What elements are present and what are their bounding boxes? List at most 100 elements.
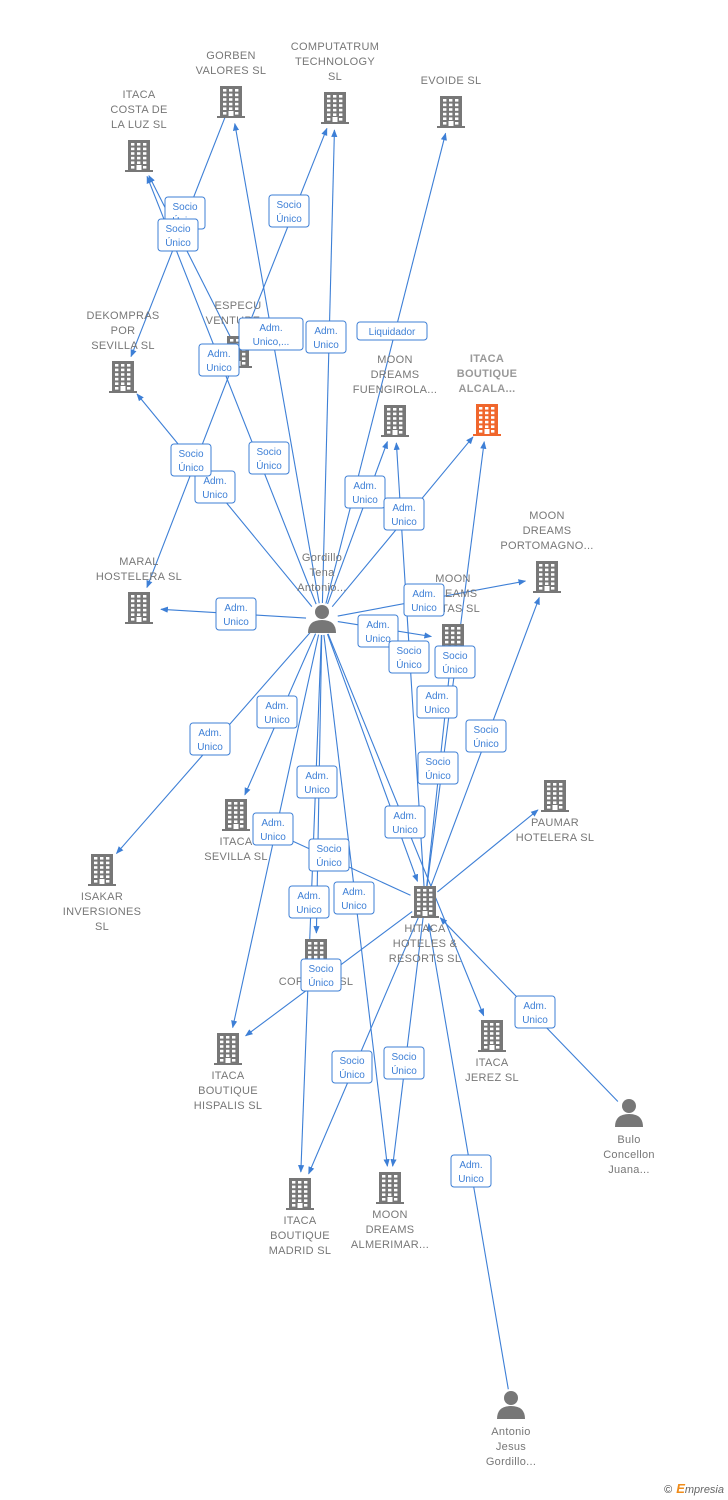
edge-label-box [384, 805, 426, 839]
edge-label-text: Adm. [523, 1001, 546, 1012]
edge-label-text: Unico [352, 495, 378, 506]
node-label: HOTELERA SL [516, 832, 595, 844]
person-icon [615, 1099, 643, 1127]
edge-label-text: Único [178, 461, 204, 474]
edge-gordillo_tena-to-evoide [325, 132, 447, 604]
footer-brand[interactable]: ©Empresia [664, 1481, 724, 1496]
node-label: ITACA [470, 353, 504, 365]
edge-label-text: Unico [392, 825, 418, 836]
edge-label-gordillo_tena-to-itaca_jerez[interactable]: Adm.Unico [416, 685, 458, 719]
edge-label-text: Adm. [342, 887, 365, 898]
edge-label-text: Socio [308, 964, 333, 975]
node-label: HOTELES & [393, 938, 458, 950]
node-moon_almerimar[interactable]: MOONDREAMSALMERIMAR... [351, 1172, 429, 1251]
edge-label-text: Adm. [305, 771, 328, 782]
edge-label-box [450, 1154, 492, 1188]
edge-label-text: Único [276, 212, 302, 225]
edge-label-antonio_jesus-to-hitaca[interactable]: Adm.Unico [450, 1154, 492, 1188]
node-label: PORTOMAGNO... [500, 540, 593, 552]
edge-label-gordillo_tena-to-moon_setas[interactable]: Adm.Unico [357, 614, 399, 648]
edge-label-text: Unico [202, 490, 228, 501]
node-itaca_alcala[interactable]: ITACABOUTIQUEALCALA... [457, 353, 517, 436]
node-label: HISPALIS SL [194, 1100, 263, 1112]
edge-label-box [238, 317, 304, 351]
building-icon [478, 1020, 506, 1052]
edge-label-gordillo_tena-to-moon_portomagno[interactable]: Adm.Unico [403, 583, 445, 617]
edge-label-gordillo_tena-to-itaca_madrid[interactable]: Adm.Unico [288, 885, 330, 919]
node-bulo[interactable]: BuloConcellonJuana... [603, 1099, 655, 1176]
building-icon [541, 780, 569, 812]
edge-label-text: Unico [206, 363, 232, 374]
edge-label-text: Unico [424, 705, 450, 716]
edge-label-gordillo_tena-to-hitaca[interactable]: Adm.Unico [384, 805, 426, 839]
edge-label-gordillo_tena-to-itaca_cordoba[interactable]: Adm.Unico [296, 765, 338, 799]
edge-label-gordillo_tena-to-itaca_costa[interactable]: Adm. Unico [198, 343, 240, 377]
node-gordillo_tena[interactable]: GordilloTenaAntonio... [297, 552, 346, 633]
node-label: Antonio... [297, 582, 346, 594]
edge-label-bulo-to-hitaca[interactable]: Adm.Unico [514, 995, 556, 1029]
node-label: DEKOMPRAS [87, 310, 160, 322]
node-antonio_jesus[interactable]: AntonioJesusGordillo... [486, 1391, 536, 1468]
edge-label-text: Adm. [207, 349, 230, 360]
edge-label-text: Adm. [261, 818, 284, 829]
node-label: Gordillo [302, 552, 342, 564]
edge-label-box [403, 583, 445, 617]
edge-label-gordillo_tena-to-evoide[interactable]: Liquidador [356, 321, 428, 341]
edge-label-gordillo_tena-to-gorben[interactable]: Adm.Unico,... [238, 317, 304, 351]
node-label: DREAMS [366, 1224, 415, 1236]
edge-especu-to-computatrum [243, 127, 328, 338]
edge-label-gordillo_tena-to-isakar[interactable]: Adm.Unico [189, 722, 231, 756]
edge-label-text: Único [256, 459, 282, 472]
edge-label-text: Socio [339, 1056, 364, 1067]
edge-label-gordillo_tena-to-itaca_sevilla[interactable]: Adm.Unico [256, 695, 298, 729]
edge-label-box [215, 597, 257, 631]
edge-label-text: Unico [197, 742, 223, 753]
node-moon_portomagno[interactable]: MOONDREAMSPORTOMAGNO... [500, 510, 593, 593]
node-moon_fuengirola[interactable]: MOONDREAMSFUENGIROLA... [353, 354, 438, 437]
edge-label-text: Adm. [392, 503, 415, 514]
edge-label-box [194, 470, 236, 504]
edge-label-gordillo_tena-to-computatrum[interactable]: Adm.Unico [305, 320, 347, 354]
edge-label-text: Único [425, 769, 451, 782]
edge-label-box [356, 321, 428, 341]
node-label: ALMERIMAR... [351, 1239, 429, 1251]
node-label: MADRID SL [269, 1245, 332, 1257]
node-label: RESORTS SL [389, 953, 462, 965]
node-label: Tena [309, 567, 335, 579]
edge-label-gordillo_tena-to-itaca_alcala[interactable]: Adm.Unico [383, 497, 425, 531]
edge-label-gordillo_tena-to-itaca_hispalis[interactable]: Adm.Unico [252, 812, 294, 846]
edge-label-gordillo_tena-to-dekompras[interactable]: Adm.Unico [194, 470, 236, 504]
edge-label-gordillo_tena-to-moon_fuengirola[interactable]: Adm.Unico [344, 475, 386, 509]
node-label: COMPUTATRUM [291, 41, 379, 53]
edge-label-gordillo_tena-to-maral[interactable]: Adm.Unico [215, 597, 257, 631]
edge-label-box [465, 719, 507, 753]
node-evoide[interactable]: EVOIDE SL [421, 75, 482, 128]
edge-label-gordillo_tena-to-moon_almerimar[interactable]: Adm.Unico [333, 881, 375, 915]
edge-label-box [383, 497, 425, 531]
